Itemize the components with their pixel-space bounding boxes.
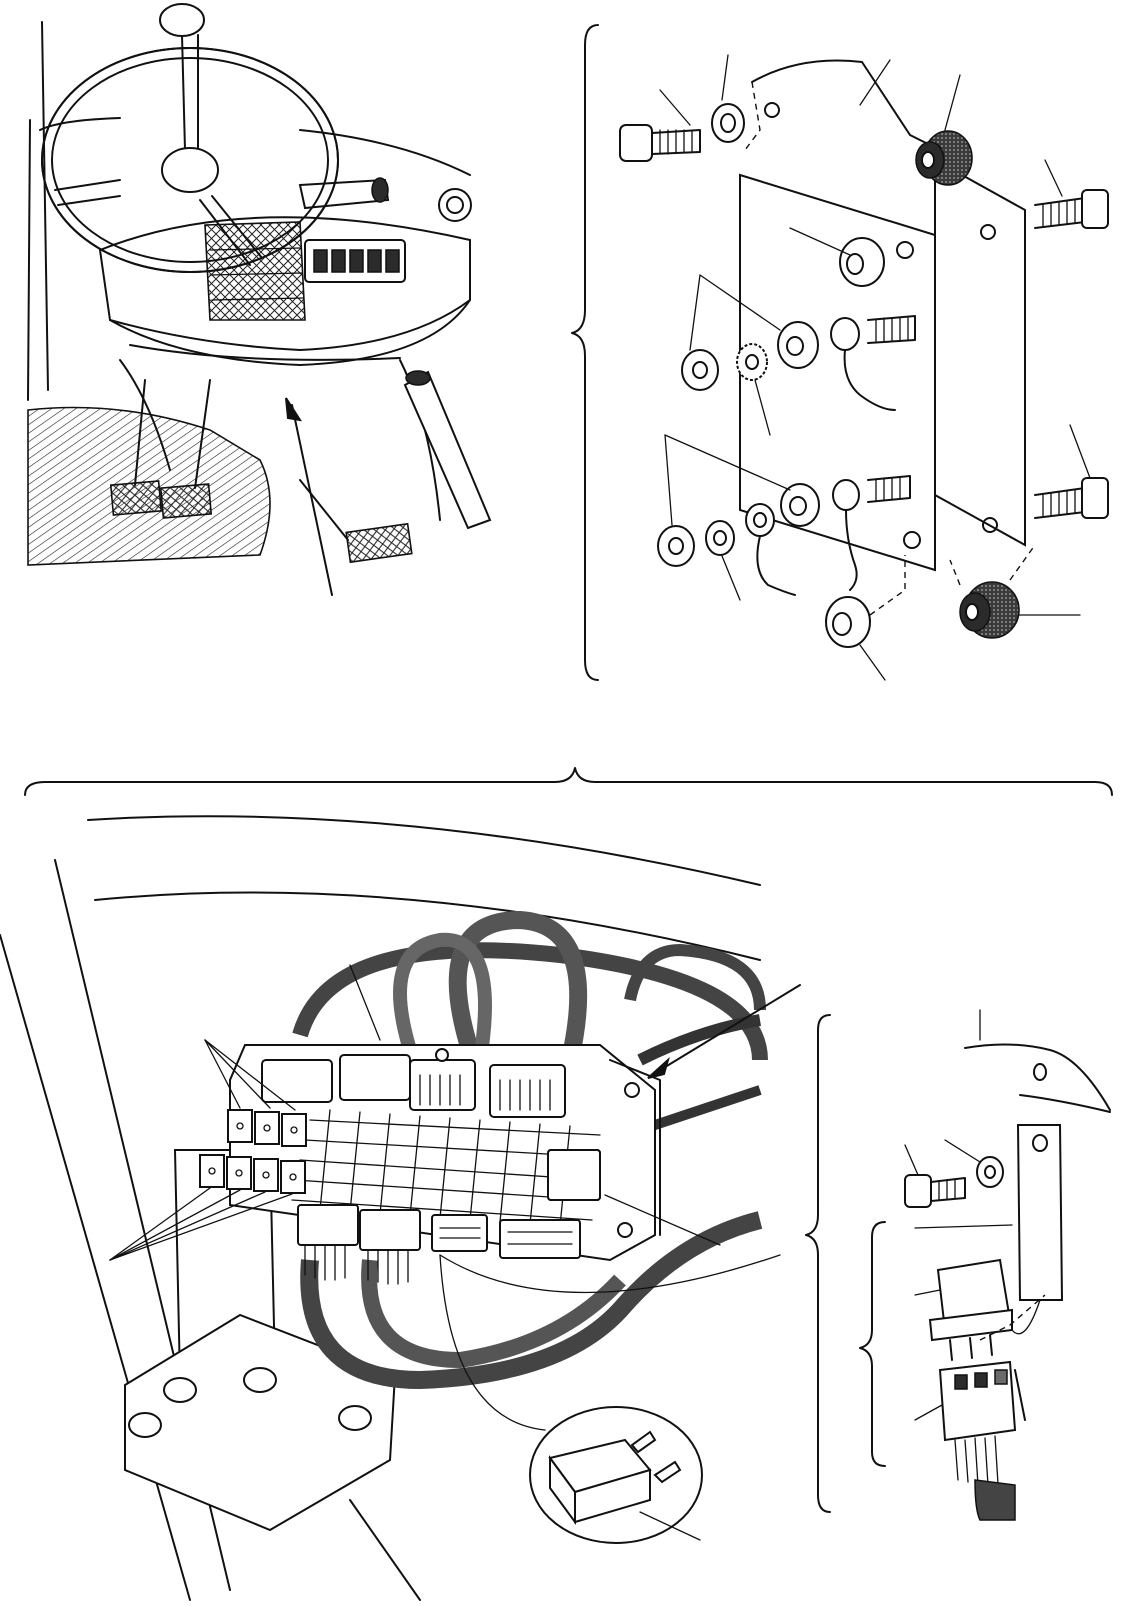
upper-nut bbox=[839, 237, 885, 287]
switch-panel bbox=[304, 239, 406, 283]
gear-shift-boot bbox=[204, 221, 306, 321]
leader-lines-plate bbox=[659, 54, 1091, 681]
relay-washer bbox=[976, 1156, 1004, 1188]
relay-detail-panel bbox=[805, 1009, 1111, 1521]
mounting-plate bbox=[739, 173, 936, 572]
rubber-mount-top bbox=[915, 130, 973, 186]
relay-cap-screw bbox=[904, 1174, 966, 1208]
outer-bracket-plate bbox=[934, 158, 1026, 547]
callout-leaders-box bbox=[109, 964, 781, 1294]
location-arrow bbox=[285, 397, 333, 596]
hand-lever bbox=[403, 370, 492, 530]
ignition-key bbox=[438, 188, 472, 222]
relay-socket bbox=[938, 1360, 1026, 1442]
lower-stud-assembly bbox=[657, 475, 911, 596]
relay-leader-lines bbox=[904, 1139, 1046, 1421]
column-base-flange bbox=[124, 1313, 421, 1601]
wire-harness-loops bbox=[292, 910, 768, 1390]
relay-fuse-box-panel bbox=[0, 815, 801, 1601]
panel-bracket-relay-inner bbox=[859, 1221, 886, 1467]
fuse-detail-inset bbox=[439, 1254, 703, 1544]
accelerator-pedal bbox=[299, 479, 413, 564]
top-washer bbox=[711, 103, 745, 143]
combination-switch-stalk bbox=[298, 177, 390, 210]
bottom-connectors bbox=[297, 1204, 581, 1285]
lower-relays bbox=[199, 1154, 306, 1194]
panel-bracket-relay-outer bbox=[805, 1014, 831, 1513]
panel-bracket-horizontal bbox=[24, 767, 1113, 796]
rubber-mount-bottom bbox=[949, 544, 1036, 639]
mounting-plate-panel bbox=[571, 24, 1109, 681]
box-location-arrow bbox=[647, 984, 801, 1079]
upper-stud-assembly bbox=[681, 315, 916, 411]
steering-wheel bbox=[41, 3, 339, 273]
operator-station-panel bbox=[27, 3, 492, 596]
right-cap-screw-upper bbox=[1034, 189, 1109, 229]
right-cap-screw-lower bbox=[1034, 477, 1109, 519]
relay-wiring bbox=[954, 1435, 1016, 1521]
brake-pedals bbox=[109, 379, 213, 519]
backing-plate-outline bbox=[744, 59, 941, 151]
mounting-surface bbox=[964, 1009, 1111, 1113]
upper-relays bbox=[227, 1109, 307, 1147]
large-relay-on-box bbox=[547, 1149, 601, 1201]
relay-bracket-strap bbox=[1016, 1124, 1064, 1301]
lower-nut bbox=[825, 555, 906, 648]
plate-holes bbox=[764, 102, 998, 549]
relay-unit bbox=[928, 1258, 1013, 1361]
top-cap-screw bbox=[619, 124, 701, 162]
panel-bracket-right bbox=[571, 24, 599, 681]
